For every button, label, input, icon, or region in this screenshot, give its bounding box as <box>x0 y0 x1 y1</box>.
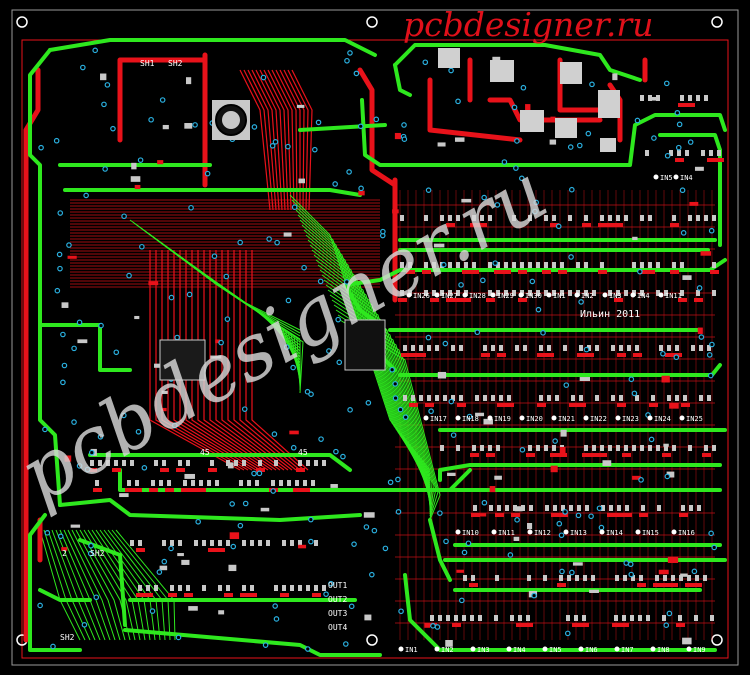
input-test-pad <box>527 529 533 535</box>
input-test-pad <box>614 646 620 652</box>
input-label: IN7 <box>621 646 634 654</box>
input-test-pad <box>686 646 692 652</box>
label-mid-45a: 45 <box>200 448 210 457</box>
input-test-pad <box>650 646 656 652</box>
label-out1: OUT1 <box>328 581 347 590</box>
input-test-pad <box>462 292 468 298</box>
bottom-copper-signal-traces <box>70 69 715 640</box>
input-label: IN11 <box>498 529 515 537</box>
input-label: IN16 <box>678 529 695 537</box>
input-label: IN6 <box>585 646 598 654</box>
label-out4: OUT4 <box>328 623 347 632</box>
watermark-top: pcbdesigner.ru <box>403 5 653 44</box>
input-test-pad <box>647 415 653 421</box>
input-test-pad <box>673 174 679 180</box>
input-test-pad <box>546 292 552 298</box>
input-test-pad <box>679 415 685 421</box>
label-sh1: SH1 <box>140 59 155 68</box>
input-label: IN14 <box>606 529 623 537</box>
input-test-pad <box>506 646 512 652</box>
label-left-2: 2 <box>62 549 67 558</box>
copper-area <box>21 39 729 659</box>
input-test-pad <box>551 415 557 421</box>
board-signature: Ильин 2011 <box>580 309 640 320</box>
main-ic <box>159 319 386 381</box>
input-label: IN9 <box>693 646 706 654</box>
input-test-pad <box>518 292 524 298</box>
input-test-pad <box>406 292 412 298</box>
input-label: IN17 <box>430 415 447 423</box>
input-test-pad <box>615 415 621 421</box>
input-label: IN24 <box>654 415 671 423</box>
label-left-sh2a: SH2 <box>90 549 105 558</box>
input-test-pad <box>635 529 641 535</box>
label-out2: OUT2 <box>328 595 347 604</box>
input-test-pad <box>599 529 605 535</box>
input-test-pad <box>630 292 636 298</box>
input-test-pad <box>398 646 404 652</box>
power-module <box>438 48 620 152</box>
input-test-pad <box>658 292 664 298</box>
input-label: IN26 <box>413 292 430 300</box>
input-label: IN13 <box>570 529 587 537</box>
input-test-pad <box>490 292 496 298</box>
input-label: IN29 <box>497 292 514 300</box>
input-test-pad <box>487 415 493 421</box>
input-test-pad <box>423 415 429 421</box>
input-label: IN30 <box>525 292 542 300</box>
input-label: IN25 <box>686 415 703 423</box>
inductor-component <box>212 100 250 140</box>
input-label: IN4 <box>680 174 693 182</box>
input-test-pad <box>434 292 440 298</box>
input-test-pad <box>653 174 659 180</box>
silkscreen-labels: SH1 SH2 2 SH2 SH2 45 45 OUT1 OUT2 OUT3 O… <box>60 59 347 642</box>
input-test-pad <box>563 529 569 535</box>
input-label: IN3 <box>609 292 622 300</box>
input-test-pad <box>574 292 580 298</box>
input-label: IN1 <box>553 292 566 300</box>
input-label: IN23 <box>622 415 639 423</box>
input-test-pad <box>583 415 589 421</box>
input-test-pad <box>578 646 584 652</box>
input-label: IN19 <box>494 415 511 423</box>
input-label: IN22 <box>590 415 607 423</box>
input-label: IN15 <box>642 529 659 537</box>
input-test-pad <box>434 646 440 652</box>
input-label: IN21 <box>558 415 575 423</box>
input-label: IN5 <box>660 174 673 182</box>
input-test-pad <box>519 415 525 421</box>
input-label: IN5 <box>549 646 562 654</box>
input-test-pad <box>671 529 677 535</box>
input-test-pad <box>455 529 461 535</box>
input-label: IN20 <box>526 415 543 423</box>
input-label: IN4 <box>513 646 526 654</box>
input-label: IN10 <box>462 529 479 537</box>
input-label: IN28 <box>469 292 486 300</box>
top-copper-power-traces <box>28 38 727 657</box>
input-label: IN8 <box>657 646 670 654</box>
input-test-pad <box>455 415 461 421</box>
input-label: IN12 <box>534 529 551 537</box>
label-out3: OUT3 <box>328 609 347 618</box>
label-mid-45b: 45 <box>298 448 308 457</box>
input-label: IN1 <box>405 646 418 654</box>
input-test-pad <box>491 529 497 535</box>
input-test-pad <box>602 292 608 298</box>
input-test-pad <box>542 646 548 652</box>
input-label: IN2 <box>441 646 454 654</box>
input-test-pad <box>470 646 476 652</box>
input-label: IN11 <box>665 292 682 300</box>
input-label: IN18 <box>462 415 479 423</box>
label-sh2: SH2 <box>168 59 183 68</box>
board-outline <box>11 9 739 666</box>
input-label: IN4 <box>637 292 650 300</box>
input-label: IN27 <box>441 292 458 300</box>
input-label: IN3 <box>477 646 490 654</box>
component-pads <box>61 56 724 647</box>
label-left-sh2b: SH2 <box>60 633 75 642</box>
input-label: IN2 <box>581 292 594 300</box>
